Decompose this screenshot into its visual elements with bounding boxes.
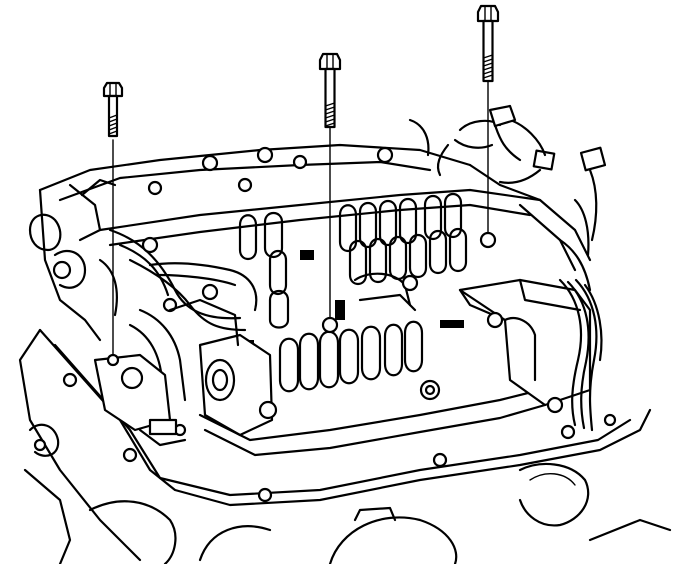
bolt-icon [102, 81, 124, 138]
bolt-icon [318, 52, 342, 129]
wiring-harness [408, 104, 607, 432]
oil-tubes [98, 228, 258, 402]
bolt-icon [476, 4, 500, 83]
valve-body-lower [93, 272, 592, 457]
bolt-guide-lines [106, 81, 497, 367]
transmission-case [18, 328, 672, 564]
valve-body-upper [28, 143, 592, 342]
